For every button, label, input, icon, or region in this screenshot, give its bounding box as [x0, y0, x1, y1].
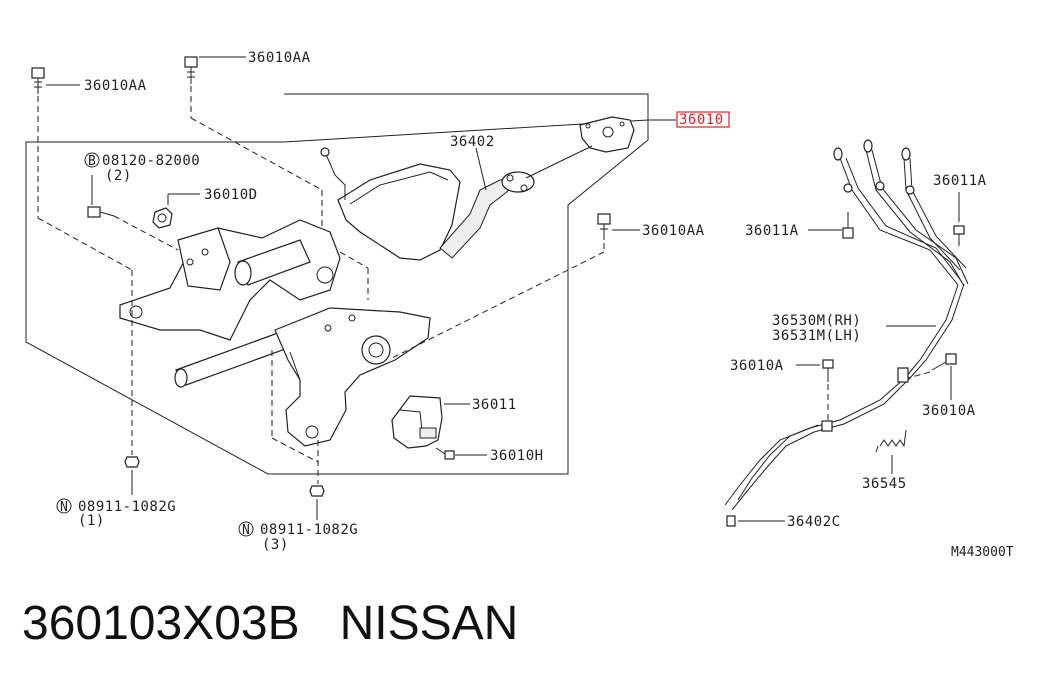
label-36010aa-2: 36010AA	[248, 50, 311, 66]
label-36402: 36402	[450, 134, 495, 150]
bolt-36010a-left-icon	[822, 359, 834, 382]
part-36011-icon	[391, 395, 443, 449]
label-circle-n-mid-letter: N	[242, 523, 250, 538]
label-36531m-lh: 36531M(LH)	[772, 328, 861, 344]
bolt-top-mid-icon	[184, 56, 198, 84]
label-36010a-left: 36010A	[730, 358, 784, 374]
label-36530m-rh: 36530M(RH)	[772, 313, 861, 329]
bolt-circle-b-icon	[87, 206, 115, 218]
circle-n-left-icon	[56, 498, 72, 514]
nut-n-left-icon	[124, 456, 140, 468]
label-36010h: 36010H	[490, 448, 544, 464]
nut-n-mid-icon	[309, 485, 325, 497]
clip-36011a-left-icon	[842, 212, 854, 239]
circle-n-mid-icon	[238, 521, 254, 537]
label-36010aa-1: 36010AA	[84, 78, 147, 94]
label-08120-82000: 08120-82000	[102, 153, 200, 169]
bolt-36010a-right-icon	[931, 353, 957, 371]
nut-36010d-icon	[152, 207, 173, 229]
equalizer-bracket-icon	[525, 116, 635, 179]
label-qty-3: (3)	[262, 537, 289, 553]
label-circle-b-letter: B	[88, 154, 96, 169]
label-36010-highlighted: 36010	[679, 112, 724, 128]
label-36011a-top: 36011A	[933, 173, 987, 189]
label-36010d: 36010D	[204, 187, 258, 203]
rear-cables-icon	[724, 139, 969, 511]
label-36545: 36545	[862, 476, 907, 492]
label-36011: 36011	[472, 397, 517, 413]
diagram-reference-code: M443000T	[951, 545, 1014, 560]
cable-housing-icon	[320, 147, 535, 261]
bolt-top-left-icon	[31, 67, 45, 94]
label-08911-1082g-3: 08911-1082G	[260, 522, 358, 538]
footer-caption: 360103X03B NISSAN	[22, 596, 518, 651]
footer-part-number: 360103X03B	[22, 597, 300, 650]
spring-36545-icon	[875, 429, 907, 453]
label-circle-n-left-letter: N	[60, 500, 68, 515]
bracket-assembly-icon	[119, 219, 431, 447]
footer-brand: NISSAN	[339, 597, 519, 650]
circle-b-icon	[84, 152, 100, 168]
bolt-right-mid-icon	[597, 213, 611, 240]
label-36010a-right: 36010A	[922, 403, 976, 419]
clip-36011a-top-icon	[953, 225, 965, 246]
label-08911-1082g-1: 08911-1082G	[78, 499, 176, 515]
label-qty-1: (1)	[78, 513, 105, 529]
label-36010aa-3: 36010AA	[642, 223, 705, 239]
label-qty-2: (2)	[105, 168, 132, 184]
label-36011a-left: 36011A	[745, 223, 799, 239]
highlight-box	[676, 111, 730, 128]
bolt-36010h-icon	[435, 447, 455, 460]
clip-36402c-icon	[726, 515, 736, 527]
label-36402c: 36402C	[787, 514, 841, 530]
assembly-frame	[25, 93, 676, 475]
